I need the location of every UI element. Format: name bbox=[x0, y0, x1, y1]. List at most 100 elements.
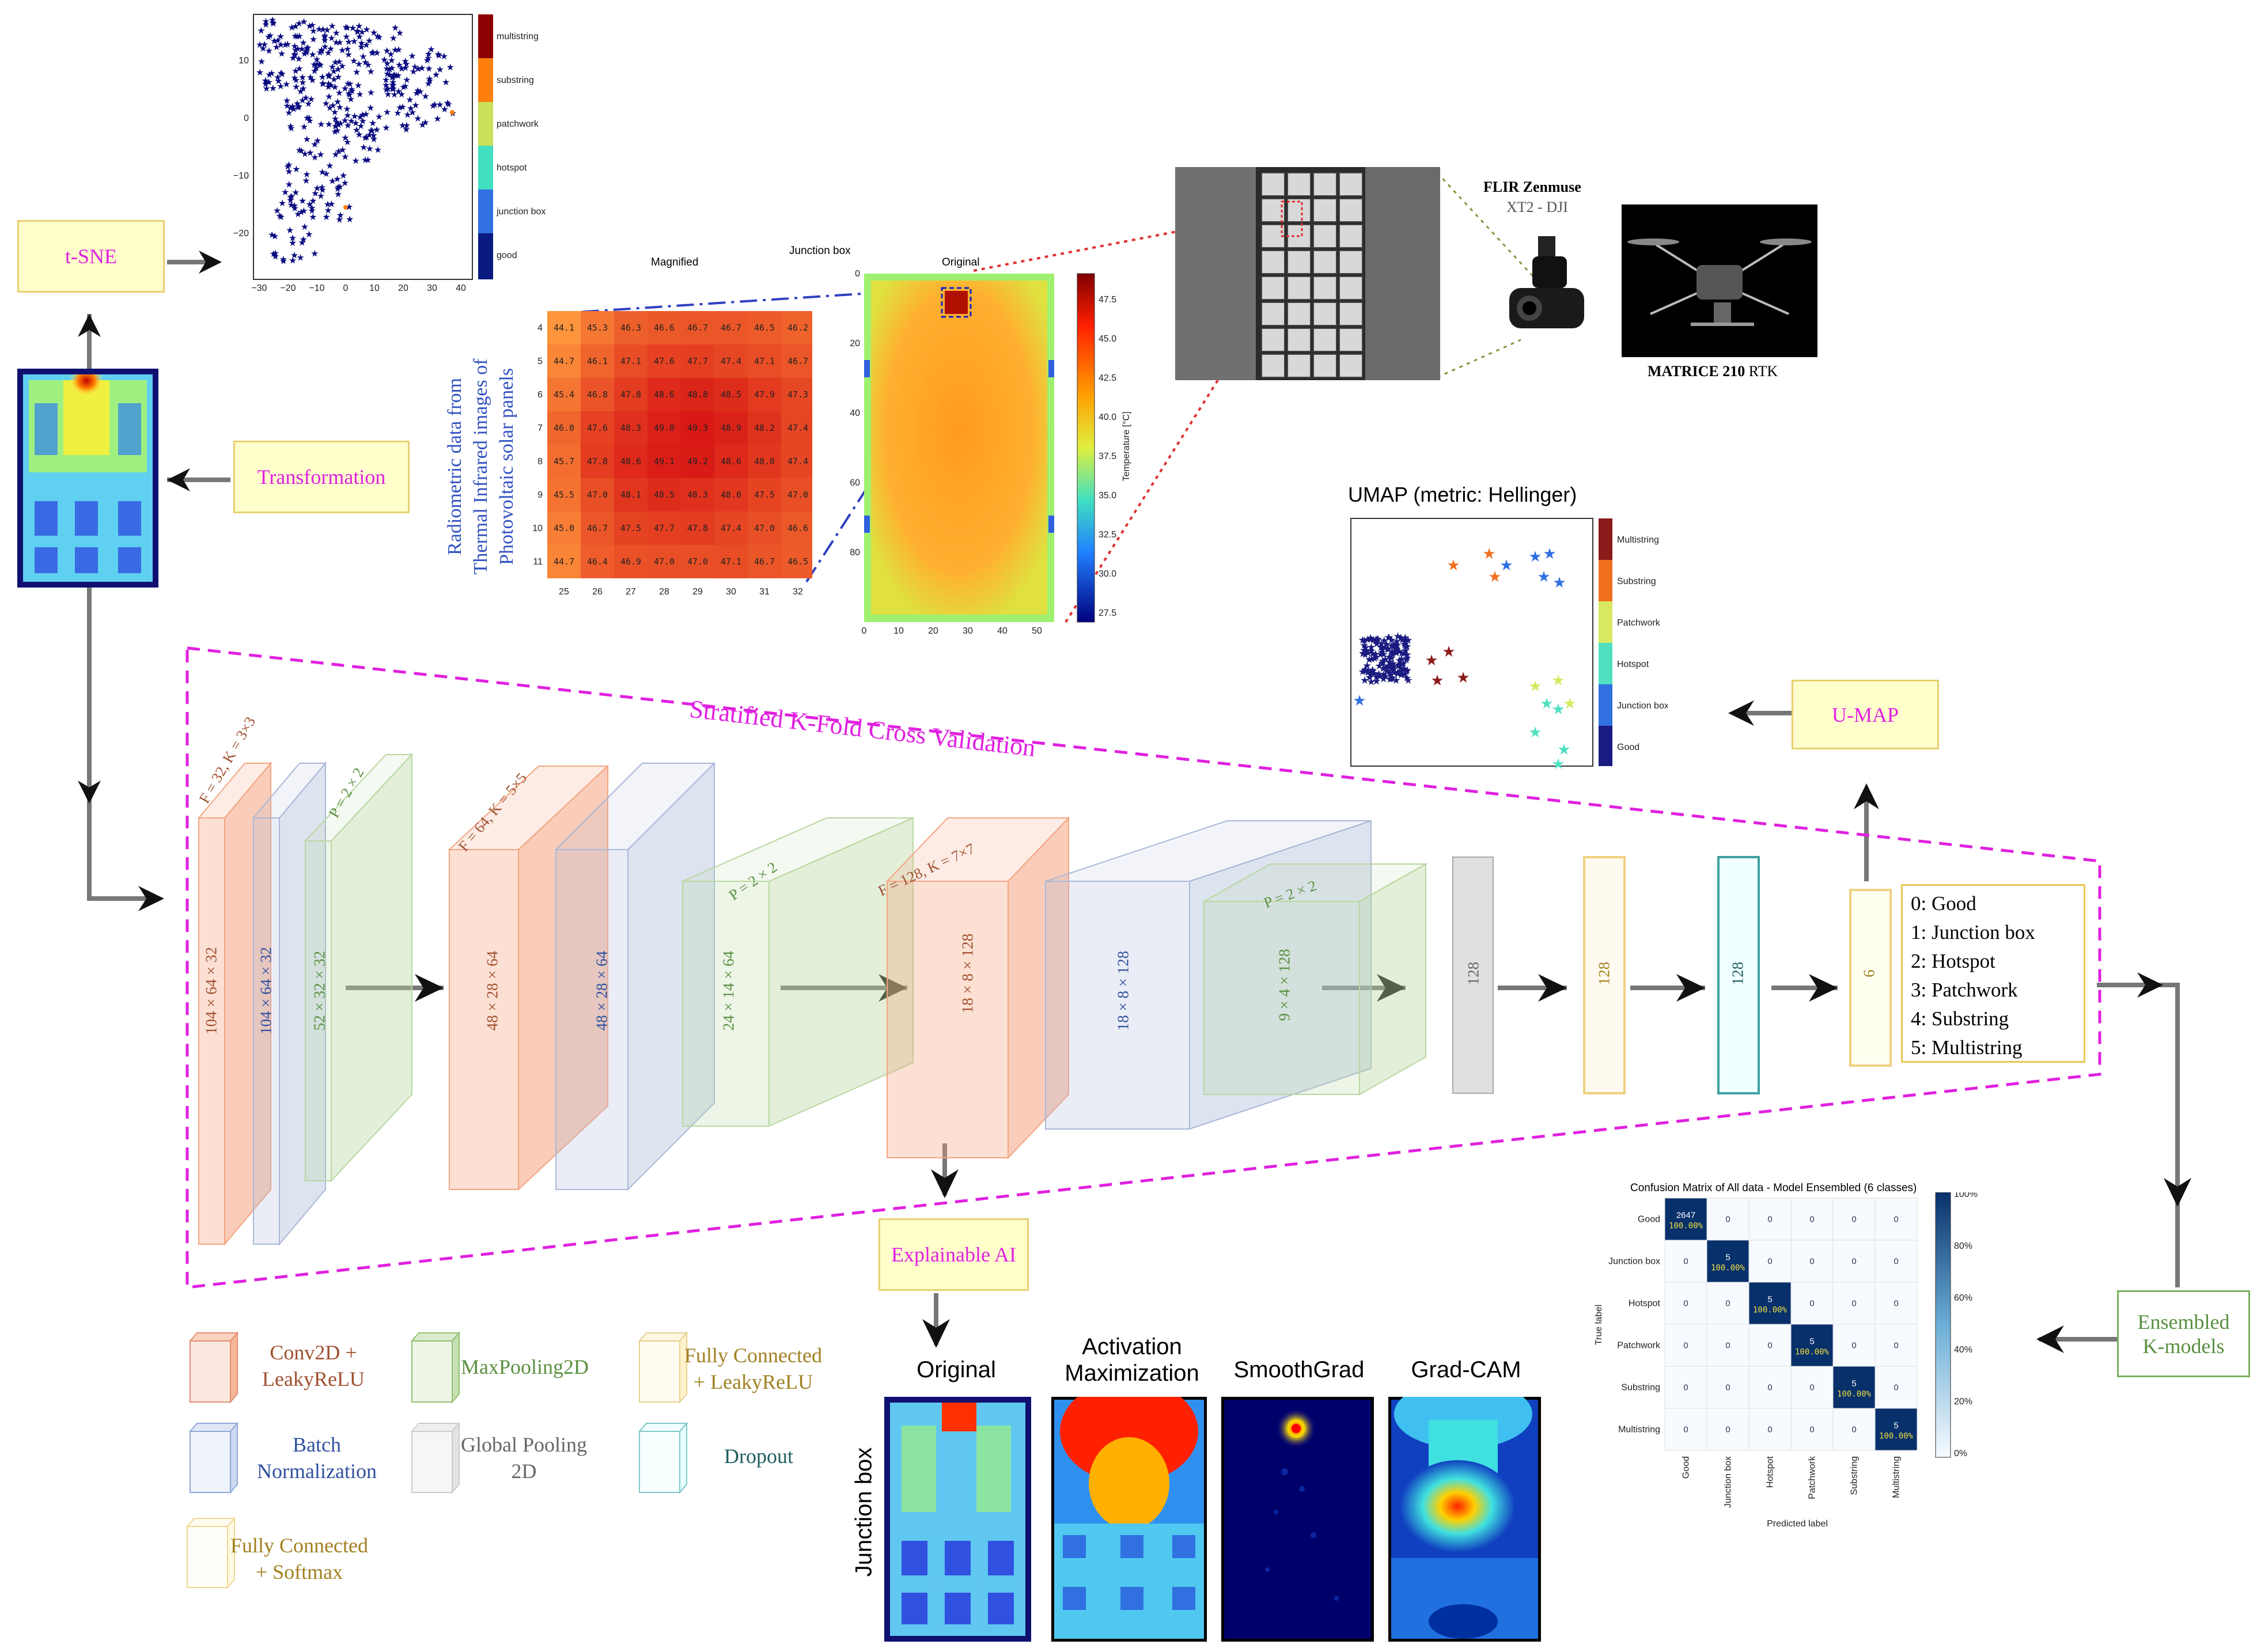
tsne-point: ★ bbox=[335, 58, 343, 67]
heat-value: 46.0 bbox=[554, 423, 574, 433]
arrowheads bbox=[78, 251, 2191, 1353]
tsne-point: ★ bbox=[434, 50, 442, 59]
tsne-point: ★ bbox=[285, 180, 293, 190]
umap-class-label: Substring bbox=[1617, 577, 1656, 586]
tsne-point: ★ bbox=[442, 78, 450, 88]
cm-cbar-tick: 20% bbox=[1954, 1397, 1972, 1407]
tsne-point: ★ bbox=[425, 79, 433, 89]
tsne-point: ★ bbox=[389, 73, 397, 82]
tsne-point: ★ bbox=[357, 43, 365, 52]
cm-zero: 0 bbox=[1767, 1257, 1772, 1267]
tsne-point: ★ bbox=[302, 93, 310, 103]
tsne-point: ★ bbox=[359, 52, 367, 62]
tsne-point: ★ bbox=[295, 54, 303, 64]
layer-bn-3 bbox=[1045, 820, 1372, 1130]
tsne-point: ★ bbox=[287, 124, 295, 134]
tsne-point: ★ bbox=[355, 32, 363, 42]
tsne-point: ★ bbox=[302, 176, 310, 186]
umap-point-good: ★ bbox=[1388, 661, 1398, 672]
heat-cell bbox=[581, 545, 614, 578]
tsne-point: ★ bbox=[336, 182, 344, 192]
tsne-point: ★ bbox=[327, 44, 335, 54]
heat-cell bbox=[581, 445, 614, 478]
cm-zero: 0 bbox=[1683, 1341, 1688, 1351]
tsne-point: ★ bbox=[324, 206, 332, 216]
tsne-point: ★ bbox=[388, 64, 396, 74]
tsne-point: ★ bbox=[388, 84, 396, 94]
tsne-point: ★ bbox=[285, 161, 293, 170]
cm-zero: 0 bbox=[1809, 1383, 1814, 1393]
heat-value: 46.1 bbox=[587, 356, 608, 366]
tsne-point: ★ bbox=[324, 82, 332, 92]
tsne-point: ★ bbox=[375, 33, 383, 43]
tsne-point: ★ bbox=[357, 39, 365, 48]
tsne-point: ★ bbox=[328, 21, 336, 31]
cm-cell bbox=[1874, 1366, 1918, 1409]
tsne-point: ★ bbox=[267, 69, 275, 79]
heat-cell bbox=[681, 545, 714, 578]
umap-point-good: ★ bbox=[1382, 665, 1391, 677]
umap-point: ★ bbox=[1482, 545, 1495, 562]
tsne-point: ★ bbox=[262, 77, 270, 86]
tsne-point: ★ bbox=[362, 41, 370, 51]
tsne-point: ★ bbox=[336, 38, 344, 48]
tsne-point: ★ bbox=[408, 52, 416, 62]
umap-point-good: ★ bbox=[1379, 673, 1388, 685]
legend-gap-line1: Global Pooling bbox=[461, 1433, 588, 1456]
legend-fc-relu: Fully Connected + LeakyReLU bbox=[684, 1342, 822, 1395]
heat-row-tick: 10 bbox=[532, 524, 543, 533]
output-class-item: 5: Multistring bbox=[1911, 1036, 2023, 1059]
tsne-point: ★ bbox=[265, 46, 273, 56]
umap-point-good: ★ bbox=[1403, 649, 1412, 660]
layer-pool-2 bbox=[682, 817, 914, 1127]
tsne-point: ★ bbox=[353, 126, 361, 135]
panel-cell bbox=[1313, 250, 1337, 274]
umap-point-good: ★ bbox=[1389, 666, 1399, 678]
tsne-point: ★ bbox=[323, 26, 331, 36]
tsne-plot: ★★★★★★★★★★★★★★★★★★★★★★★★★★★★★★★★★★★★★★★★… bbox=[233, 14, 546, 293]
heat-cell bbox=[748, 511, 781, 545]
tsne-point: ★ bbox=[295, 102, 303, 112]
umap-point-good: ★ bbox=[1384, 632, 1393, 643]
transformation-box: Transformation bbox=[233, 441, 410, 513]
xai-row-label: Junction box bbox=[851, 1447, 877, 1577]
heat-value: 45.0 bbox=[554, 523, 574, 533]
cm-zero: 0 bbox=[1894, 1257, 1898, 1267]
tsne-point: ★ bbox=[300, 50, 308, 59]
tsne-point: ★ bbox=[414, 65, 422, 74]
umap-point: ★ bbox=[1442, 643, 1455, 660]
tsne-point: ★ bbox=[344, 121, 352, 131]
umap-point-good: ★ bbox=[1367, 645, 1376, 657]
cm-cell bbox=[1664, 1324, 1707, 1367]
tsne-point: ★ bbox=[353, 26, 361, 36]
tsne-point: ★ bbox=[290, 41, 298, 51]
tsne-point: ★ bbox=[370, 135, 378, 145]
xai-gradcam-map bbox=[1388, 1397, 1541, 1642]
heat-value: 45.5 bbox=[554, 490, 574, 500]
umap-point-good: ★ bbox=[1374, 660, 1384, 672]
cm-zero: 0 bbox=[1851, 1215, 1856, 1225]
heat-cell bbox=[714, 411, 748, 445]
tsne-point: ★ bbox=[335, 89, 343, 98]
heat-value: 48.8 bbox=[687, 389, 708, 400]
umap-point-good: ★ bbox=[1385, 667, 1395, 679]
tsne-point: ★ bbox=[289, 54, 297, 63]
umap-point-good: ★ bbox=[1397, 658, 1406, 670]
panel-cell bbox=[1287, 250, 1311, 274]
cm-cell bbox=[1664, 1366, 1707, 1409]
tsne-point: ★ bbox=[397, 90, 406, 100]
arrow-thumb-to-cnn bbox=[87, 588, 158, 901]
legend-fc-soft-line2: + Softmax bbox=[255, 1560, 343, 1583]
heat-cell bbox=[781, 478, 812, 511]
tsne-point: ★ bbox=[427, 45, 435, 55]
heat-col-tick: 28 bbox=[659, 587, 669, 597]
panel-cell bbox=[1313, 172, 1337, 196]
tsne-point: ★ bbox=[402, 125, 410, 135]
orig-ytick: 60 bbox=[850, 478, 860, 488]
cbar-tick: 40.0 bbox=[1099, 412, 1116, 422]
xai-title-smoothgrad: SmoothGrad bbox=[1233, 1357, 1365, 1382]
tsne-point: ★ bbox=[300, 123, 308, 132]
cm-zero: 0 bbox=[1809, 1425, 1814, 1435]
